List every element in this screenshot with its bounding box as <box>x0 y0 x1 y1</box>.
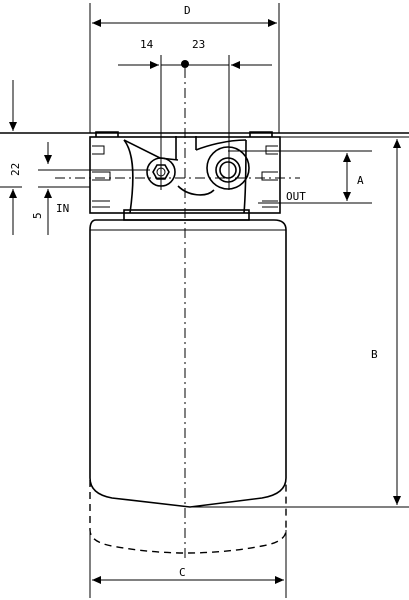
dimension-left-verticals: 22 5 IN <box>0 80 150 235</box>
dimension-d-label: D <box>184 4 191 17</box>
inlet-label: IN <box>56 202 69 215</box>
dimension-5-label: 5 <box>31 212 44 219</box>
dimension-b-label: B <box>371 348 378 361</box>
dimension-14-label: 14 <box>140 38 154 51</box>
filter-bowl <box>89 219 287 554</box>
dimension-c-label: C <box>179 566 186 579</box>
dimension-23-label: 23 <box>192 38 205 51</box>
dimension-b: B <box>190 136 409 508</box>
dimension-d: D <box>89 3 280 133</box>
inlet-port <box>146 157 176 187</box>
filter-head <box>89 131 281 221</box>
dimension-a-label: A <box>357 174 364 187</box>
outlet-port <box>206 146 250 190</box>
dimension-a: A OUT <box>228 150 372 204</box>
center-point <box>181 60 189 68</box>
dimension-22-label: 22 <box>9 163 22 176</box>
outlet-label: OUT <box>286 190 306 203</box>
dimension-c: C <box>89 530 287 598</box>
